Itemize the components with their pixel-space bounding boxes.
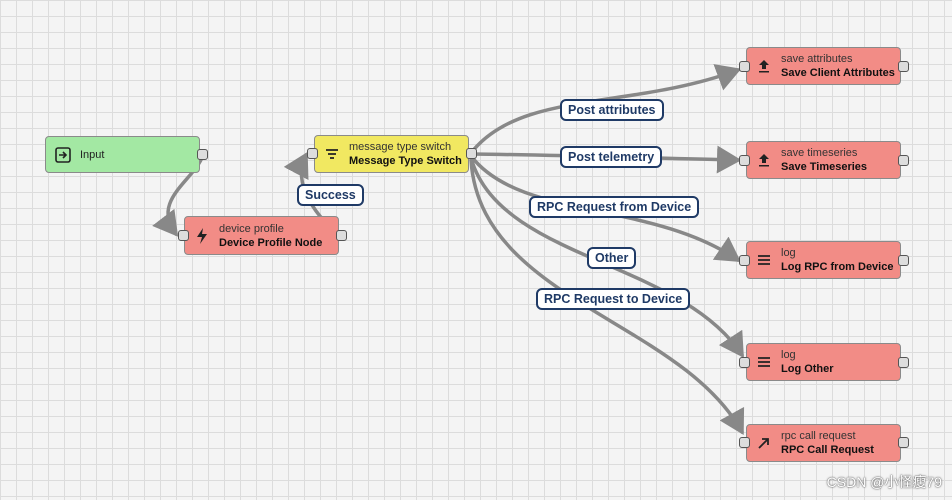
port-save-attributes-out[interactable] (898, 61, 909, 72)
node-log-rpc[interactable]: log Log RPC from Device (746, 241, 901, 279)
port-device-profile-out[interactable] (336, 230, 347, 241)
edge-label-post-attributes[interactable]: Post attributes (560, 99, 664, 121)
node-input-label: Input (80, 148, 105, 161)
node-rpc-call-type: rpc call request (781, 430, 856, 442)
port-log-other-in[interactable] (739, 357, 750, 368)
port-rpc-call-out[interactable] (898, 437, 909, 448)
node-log-rpc-type: log (781, 247, 796, 259)
port-save-timeseries-out[interactable] (898, 155, 909, 166)
port-log-rpc-out[interactable] (898, 255, 909, 266)
node-log-other-type: log (781, 349, 796, 361)
watermark: CSDN @小怪瘦79 (826, 474, 942, 490)
node-save-attributes[interactable]: save attributes Save Client Attributes (746, 47, 901, 85)
node-message-type-switch[interactable]: message type switch Message Type Switch (314, 135, 469, 173)
port-save-attributes-in[interactable] (739, 61, 750, 72)
port-rpc-call-in[interactable] (739, 437, 750, 448)
node-log-other-name: Log Other (781, 363, 834, 375)
node-log-rpc-name: Log RPC from Device (781, 261, 894, 273)
node-switch-name: Message Type Switch (349, 155, 462, 167)
edge-label-rpc-from-device[interactable]: RPC Request from Device (529, 196, 700, 218)
node-log-other[interactable]: log Log Other (746, 343, 901, 381)
node-rpc-call-name: RPC Call Request (781, 444, 874, 456)
port-switch-out[interactable] (466, 148, 477, 159)
node-save-attributes-name: Save Client Attributes (781, 67, 895, 79)
node-input[interactable]: Input (45, 136, 200, 173)
input-icon (55, 146, 71, 163)
node-save-timeseries-name: Save Timeseries (781, 161, 868, 173)
port-save-timeseries-in[interactable] (739, 155, 750, 166)
node-save-attributes-type: save attributes (781, 53, 853, 65)
edge-label-other[interactable]: Other (587, 247, 637, 269)
port-input-out[interactable] (197, 149, 208, 160)
port-device-profile-in[interactable] (178, 230, 189, 241)
port-log-rpc-in[interactable] (739, 255, 750, 266)
menu-icon (758, 357, 770, 367)
node-save-timeseries-type: save timeseries (781, 147, 858, 159)
lightning-icon (197, 227, 207, 244)
edge-label-success[interactable]: Success (297, 184, 364, 206)
node-device-profile-name: Device Profile Node (219, 236, 323, 249)
port-log-other-out[interactable] (898, 357, 909, 368)
node-device-profile[interactable]: device profile Device Profile Node (184, 216, 339, 255)
node-save-timeseries[interactable]: save timeseries Save Timeseries (746, 141, 901, 179)
arrow-up-right-icon (758, 438, 769, 449)
port-switch-in[interactable] (307, 148, 318, 159)
menu-icon (758, 255, 770, 265)
node-switch-type: message type switch (349, 141, 452, 153)
upload-icon (759, 154, 769, 167)
node-rpc-call[interactable]: rpc call request RPC Call Request (746, 424, 901, 462)
edge-label-rpc-to-device[interactable]: RPC Request to Device (536, 288, 691, 310)
upload-icon (759, 60, 769, 73)
filter-icon (326, 149, 338, 159)
node-device-profile-type: device profile (219, 222, 284, 235)
edge-label-post-telemetry[interactable]: Post telemetry (560, 146, 663, 168)
